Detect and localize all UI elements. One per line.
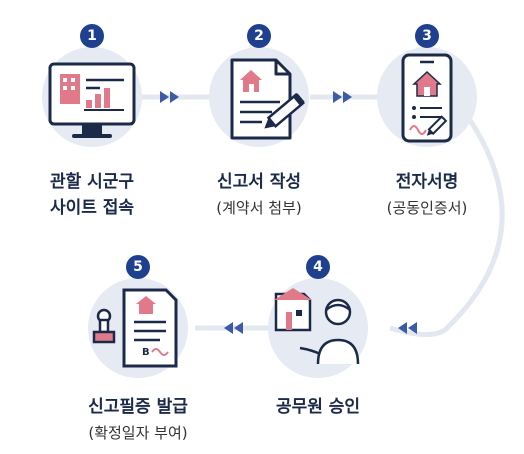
arrow-4-5	[224, 322, 243, 334]
step-5-title: 신고필증 발급	[88, 397, 188, 417]
official-house-icon	[274, 288, 360, 365]
step-3-title: 전자서명	[395, 172, 459, 192]
certificate-stamp-icon: B	[92, 288, 178, 368]
step-1-badge: 1	[80, 24, 104, 48]
step-2-title: 신고서 작성	[216, 172, 302, 192]
step-1-title-line1: 관할 시군구	[49, 172, 135, 192]
smartphone-sign-icon	[401, 53, 453, 143]
step-5-badge: 5	[126, 255, 150, 279]
arrow-1-2	[160, 91, 179, 103]
computer-monitor-icon	[48, 62, 136, 138]
step-2-subtitle: (계약서 첨부)	[216, 199, 302, 217]
step-2-badge: 2	[247, 24, 271, 48]
arrow-2-3	[333, 91, 352, 103]
document-pen-icon	[230, 58, 305, 140]
step-3-badge: 3	[415, 24, 439, 48]
step-5-subtitle: (확정일자 부여)	[88, 424, 188, 442]
svg-text:B: B	[142, 347, 150, 358]
step-4-badge: 4	[306, 255, 330, 279]
step-4-title: 공무원 승인	[275, 397, 361, 417]
step-1-title-line2: 사이트 접속	[49, 198, 135, 218]
arrow-3-4	[398, 322, 417, 334]
step-3-subtitle: (공동인증서)	[386, 199, 468, 217]
